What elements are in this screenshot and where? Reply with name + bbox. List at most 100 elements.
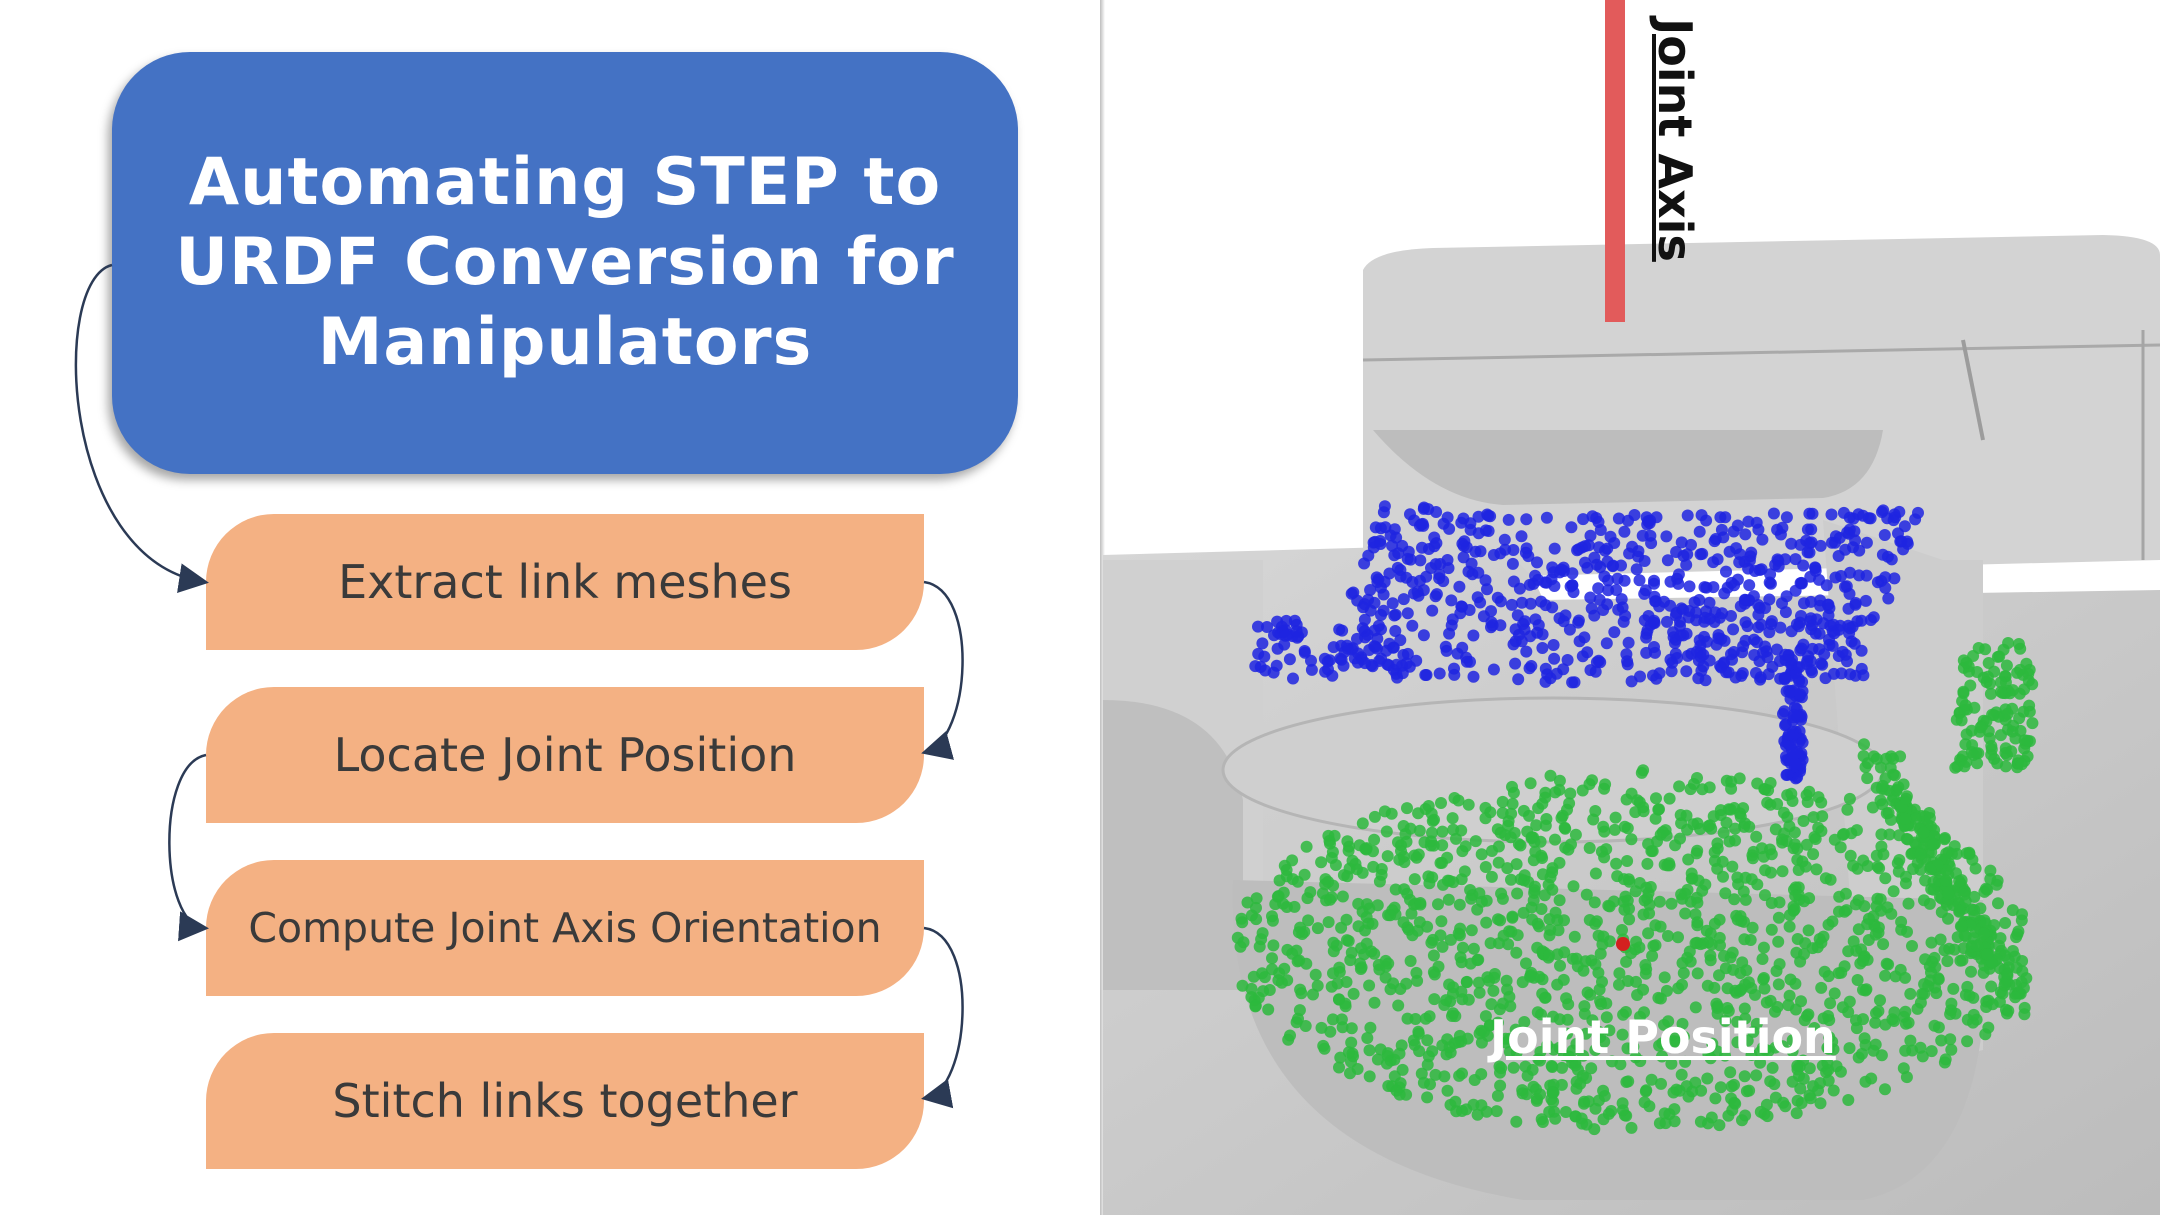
point-cloud-dot (1465, 924, 1478, 937)
point-cloud-dot (1640, 627, 1653, 640)
point-cloud-dot (1649, 646, 1661, 659)
point-cloud-dot (1383, 567, 1396, 580)
point-cloud-dot (1944, 1008, 1957, 1021)
point-cloud-dot (1253, 940, 1266, 953)
point-cloud-dot (1349, 857, 1362, 870)
point-cloud-dot (1443, 522, 1456, 535)
point-cloud-dot (1416, 541, 1428, 554)
point-cloud-dot (1842, 1094, 1855, 1106)
point-cloud-dot (1300, 840, 1313, 853)
robot-mesh-edge (1961, 339, 1985, 441)
point-cloud-dot (1333, 1061, 1345, 1074)
point-cloud-dot (1982, 657, 1995, 669)
point-cloud-dot (1430, 588, 1443, 601)
point-cloud-dot (1843, 622, 1856, 635)
point-cloud-dot (1566, 676, 1579, 689)
point-cloud-dot (1620, 793, 1633, 806)
point-cloud-dot (1618, 903, 1631, 916)
point-cloud-dot (1994, 676, 2007, 689)
point-cloud-dot (1438, 1070, 1451, 1083)
point-cloud-dot (1981, 948, 1994, 961)
point-cloud-dot (1822, 1042, 1835, 1055)
point-cloud-dot (1345, 1055, 1357, 1068)
point-cloud-dot (1784, 739, 1797, 752)
point-cloud-dot (1993, 939, 2006, 952)
point-cloud-dot (1258, 650, 1271, 663)
point-cloud-dot (1642, 838, 1655, 850)
point-cloud-dot (1548, 542, 1561, 555)
point-cloud-dot (1336, 890, 1349, 903)
point-cloud-dot (1814, 594, 1827, 607)
point-cloud-dot (1796, 675, 1809, 688)
point-cloud-dot (1421, 1091, 1434, 1104)
point-cloud-dot (1726, 653, 1738, 666)
point-cloud-dot (1250, 913, 1263, 926)
point-cloud-dot (1818, 648, 1831, 661)
point-cloud-dot (1286, 873, 1299, 886)
point-cloud-dot (1345, 587, 1358, 600)
point-cloud-dot (1465, 892, 1478, 905)
point-cloud-dot (1335, 653, 1348, 666)
point-cloud-dot (1662, 1015, 1675, 1028)
point-cloud-dot (1738, 1070, 1751, 1083)
point-cloud-dot (1272, 890, 1285, 902)
point-cloud-dot (1803, 507, 1816, 520)
point-cloud-dot (1656, 1050, 1668, 1063)
point-cloud-dot (1589, 1044, 1602, 1056)
point-cloud-dot (1780, 511, 1793, 524)
point-cloud-dot (1853, 569, 1865, 582)
point-cloud-dot (1345, 946, 1358, 959)
point-cloud-dot (1901, 833, 1914, 846)
point-cloud-dot (1510, 946, 1523, 959)
point-cloud-dot (1758, 982, 1771, 995)
point-cloud-dot (2026, 717, 2039, 730)
point-cloud-dot (1727, 623, 1740, 636)
point-cloud-dot (1485, 998, 1498, 1011)
point-cloud-dot (1584, 529, 1597, 542)
point-cloud-dot (1801, 546, 1814, 559)
point-cloud-dot (1322, 916, 1335, 929)
point-cloud-dot (1786, 1045, 1799, 1058)
point-cloud-dot (1746, 921, 1759, 934)
point-cloud-dot (1632, 545, 1645, 558)
point-cloud-dot (1543, 949, 1555, 962)
point-cloud-dot (1341, 934, 1353, 947)
point-cloud-dot (1714, 939, 1726, 952)
point-cloud-dot (1725, 1080, 1738, 1093)
point-cloud-dot (1711, 1001, 1724, 1014)
point-cloud-dot (1361, 1032, 1374, 1044)
point-cloud-dot (1413, 1045, 1426, 1058)
point-cloud-dot (1743, 579, 1756, 592)
point-cloud-dot (1746, 852, 1759, 865)
point-cloud-dot (1622, 636, 1635, 649)
point-cloud-dot (1803, 892, 1816, 905)
point-cloud-dot (1882, 592, 1895, 605)
point-cloud-dot (2015, 758, 2028, 771)
point-cloud-dot (1543, 929, 1556, 942)
point-cloud-dot (1786, 795, 1799, 807)
point-cloud-dot (1326, 1013, 1339, 1026)
point-cloud-dot (1514, 873, 1527, 886)
point-cloud-dot (1700, 924, 1713, 937)
point-cloud-dot (1743, 594, 1755, 607)
point-cloud-dot (1643, 898, 1656, 911)
point-cloud-dot (1480, 916, 1493, 929)
point-cloud-dot (1561, 654, 1574, 666)
point-cloud-dot (1457, 512, 1470, 525)
point-cloud-dot (1583, 778, 1596, 791)
point-cloud-dot (1747, 1025, 1760, 1038)
point-cloud-dot (1754, 1056, 1767, 1069)
point-cloud-dot (1942, 887, 1955, 900)
point-cloud-dot (1581, 986, 1594, 999)
point-cloud-dot (1832, 550, 1845, 562)
point-cloud-dot (1700, 635, 1713, 648)
point-cloud-dot (1724, 1066, 1737, 1079)
point-cloud-dot (1713, 913, 1726, 926)
point-cloud-dot (1963, 989, 1976, 1002)
point-cloud-dot (1772, 978, 1785, 991)
point-cloud-dot (1957, 685, 1970, 698)
point-cloud-dot (1760, 996, 1773, 1009)
point-cloud-dot (1566, 1044, 1579, 1057)
point-cloud-dot (1822, 970, 1835, 983)
point-cloud-dot (1978, 885, 1991, 898)
